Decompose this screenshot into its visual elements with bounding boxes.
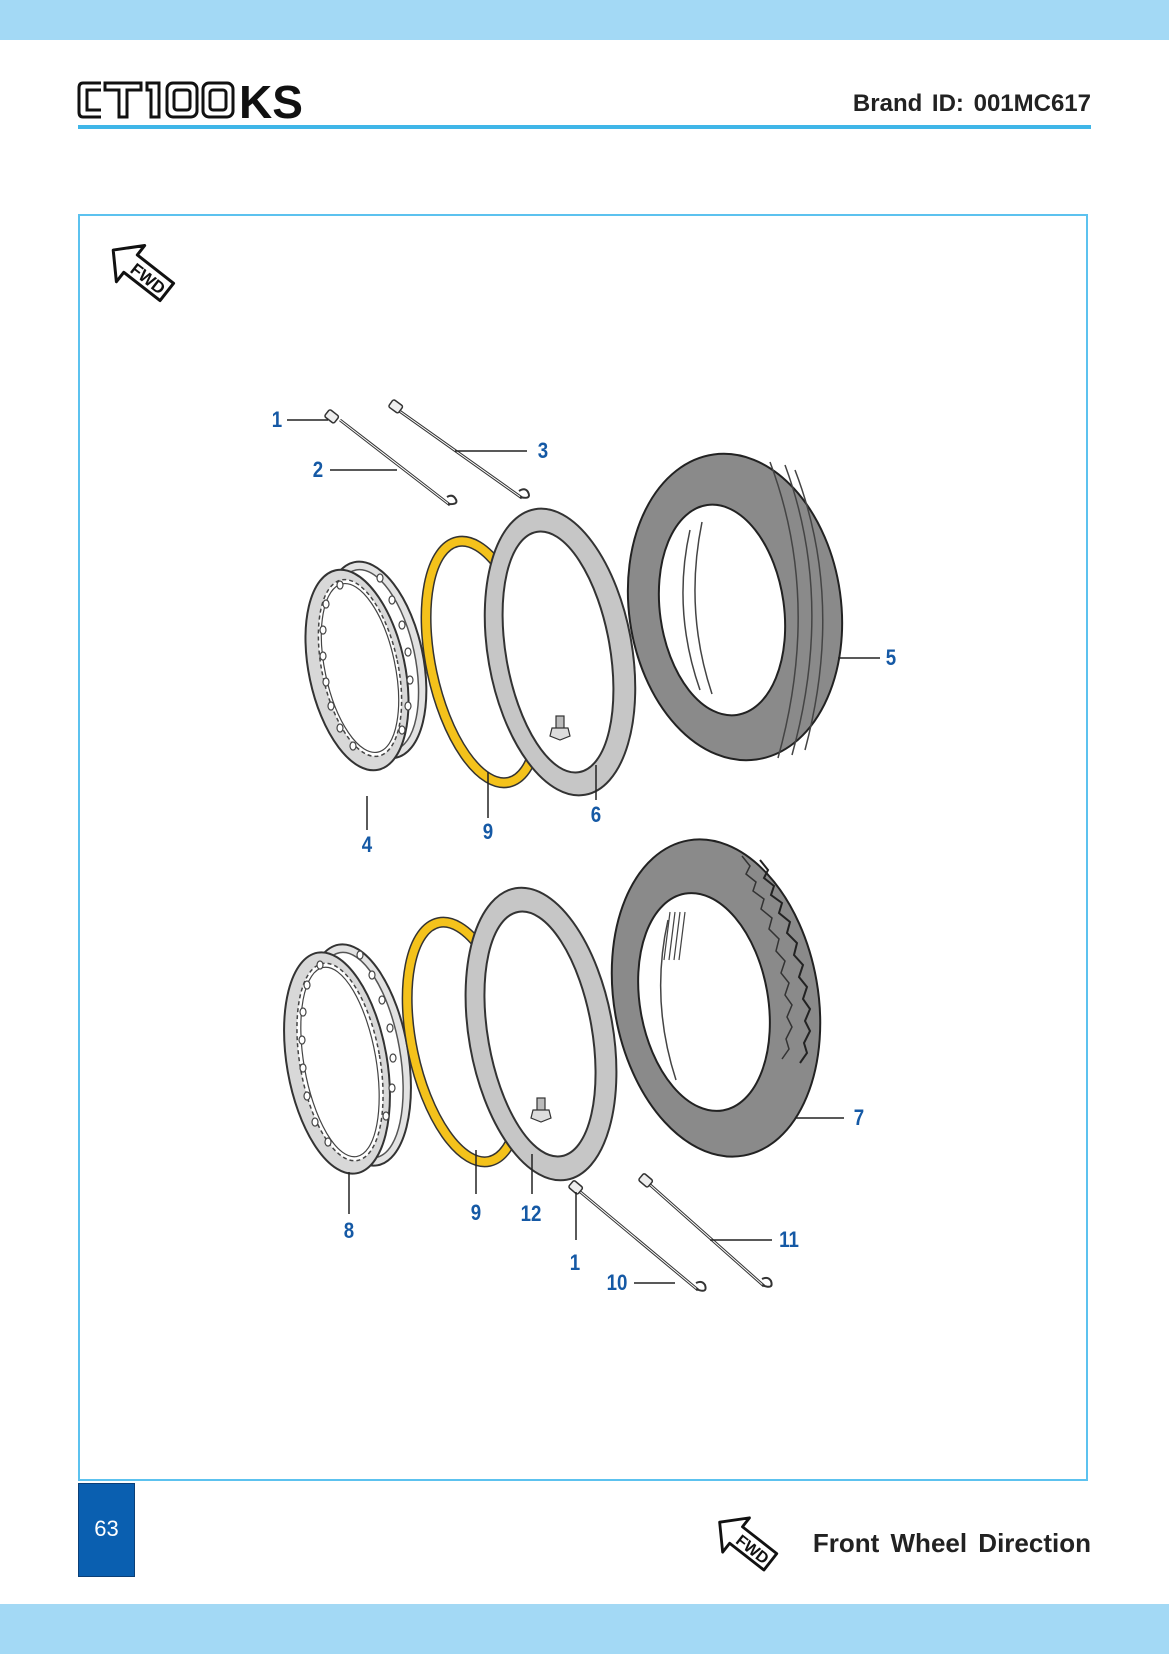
callout-2: 2 — [312, 457, 324, 482]
callout-9: 9 — [482, 819, 494, 844]
tire-5 — [626, 452, 844, 762]
spoke-10 — [568, 1180, 707, 1292]
callout-4: 4 — [361, 832, 373, 857]
rim-8 — [283, 943, 412, 1175]
page-number: 63 — [94, 1516, 119, 1541]
brand-id: Brand ID: 001MC617 — [852, 90, 1091, 117]
logo-ks: KS — [239, 78, 303, 122]
callout-6: 6 — [590, 802, 602, 827]
bottom-band — [0, 1604, 1169, 1654]
callout-3: 3 — [537, 438, 549, 463]
fwd-arrow-icon: FWD — [111, 243, 176, 303]
callout-12: 12 — [520, 1201, 542, 1226]
callout-8: 8 — [343, 1218, 355, 1243]
header-rule — [78, 125, 1091, 129]
callout-9-lower: 9 — [470, 1200, 482, 1225]
callout-11: 11 — [779, 1227, 799, 1252]
inner-tube-12 — [464, 886, 618, 1182]
tire-7 — [610, 838, 822, 1158]
front-wheel-direction-caption: Front Wheel Direction — [812, 1528, 1091, 1558]
spoke-3 — [388, 399, 530, 500]
spoke-2 — [324, 409, 458, 507]
inner-tube-6 — [483, 507, 637, 797]
diagram-frame — [78, 214, 1088, 1481]
rim-4 — [304, 560, 428, 772]
callout-1: 1 — [271, 407, 283, 432]
callout-1-lower: 1 — [569, 1250, 581, 1275]
leader-lines — [287, 419, 880, 1284]
fwd-arrow-icon: FWD — [718, 1516, 779, 1572]
callout-10: 10 — [606, 1270, 628, 1295]
page-number-tab: 63 — [78, 1483, 135, 1577]
callout-5: 5 — [885, 645, 897, 670]
callout-7: 7 — [853, 1105, 865, 1130]
ct100-ks-logo: KS — [77, 78, 303, 122]
top-band — [0, 0, 1169, 40]
spoke-11 — [638, 1173, 773, 1288]
